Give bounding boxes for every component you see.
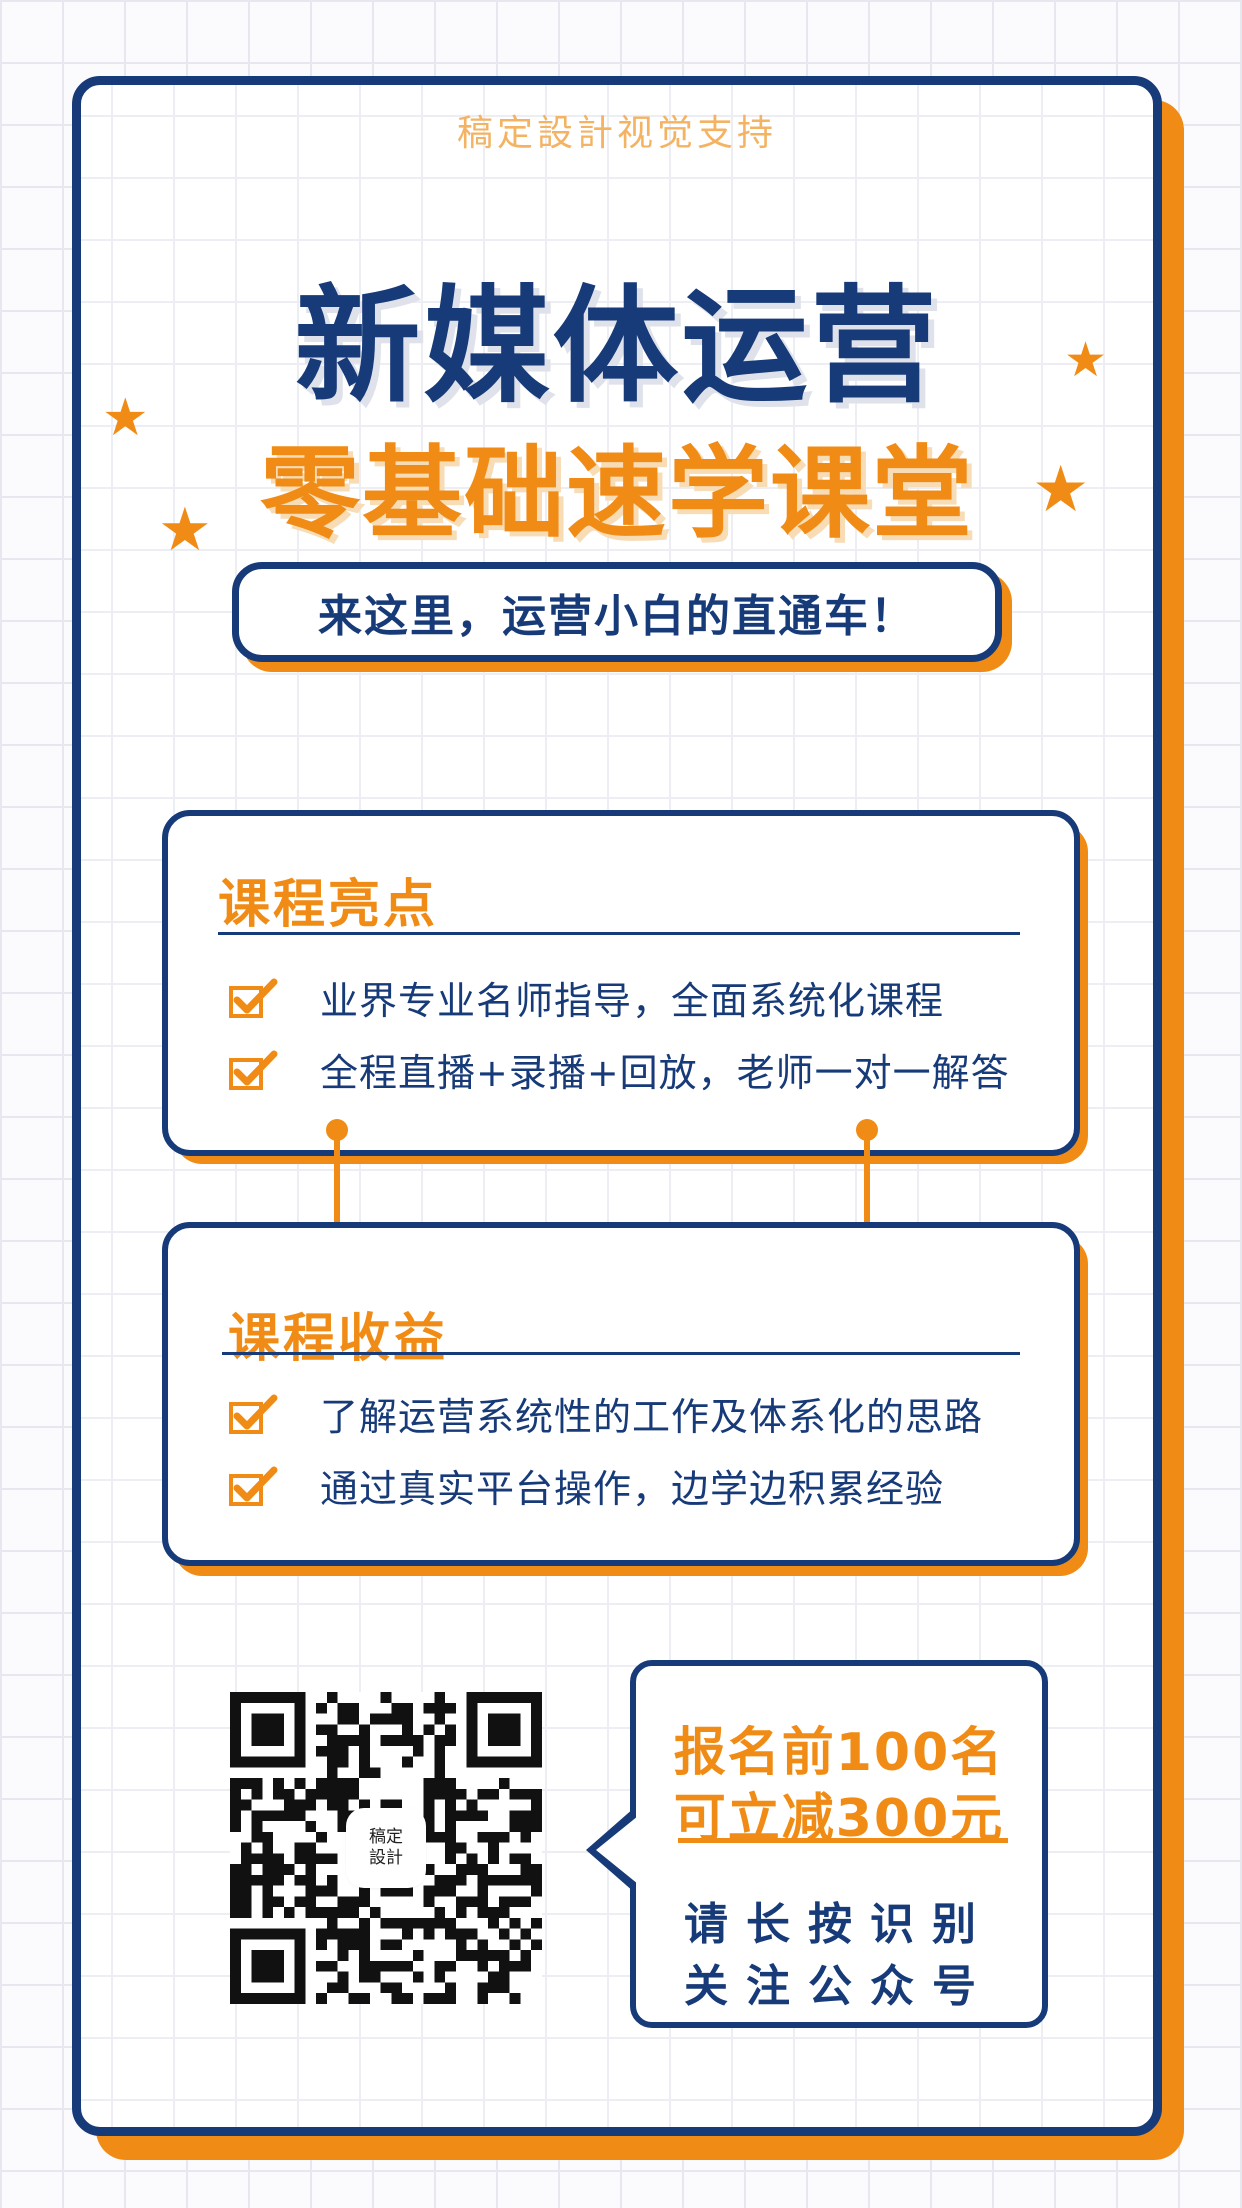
benefits-card	[162, 1222, 1080, 1566]
brand-note: 稿定設計视觉支持	[456, 113, 777, 154]
connector-left	[334, 1130, 340, 1246]
list-item: 全程直播+录播+回放，老师一对一解答	[228, 1042, 1010, 1097]
checkbox-checked-icon	[229, 978, 278, 1018]
highlights-card	[162, 810, 1080, 1156]
tagline-text: 来这里，运营小白的直通车！	[318, 591, 916, 642]
scan-instruction-1: 请长按识别	[684, 1899, 994, 1950]
highlights-heading: 课程亮点	[218, 875, 439, 935]
list-item: 业界专业名师指导，全面系统化课程	[228, 970, 944, 1025]
list-item: 了解运营系统性的工作及体系化的思路	[228, 1386, 983, 1441]
scan-instruction-2: 关注公众号	[684, 1961, 994, 2012]
page-subtitle: 零基础速学课堂	[260, 435, 974, 552]
list-item-text: 全程直播+录播+回放，老师一对一解答	[320, 1051, 1010, 1095]
bubble-pointer-fill	[596, 1816, 638, 1884]
list-item-text: 业界专业名师指导，全面系统化课程	[320, 979, 945, 1023]
star-icon: ★	[1032, 453, 1090, 527]
qr-badge-line1: 稿定	[369, 1826, 403, 1847]
qr-finder-pattern	[230, 1692, 306, 1768]
benefits-divider	[222, 1352, 1020, 1355]
list-item-text: 通过真实平台操作，边学边积累经验	[320, 1467, 945, 1511]
qr-badge-line2: 設計	[369, 1848, 403, 1868]
list-item-text: 了解运营系统性的工作及体系化的思路	[320, 1395, 984, 1439]
benefits-heading: 课程收益	[228, 1309, 449, 1369]
promo-underline	[678, 1838, 1008, 1843]
connector-right	[864, 1130, 870, 1246]
star-icon: ★	[102, 388, 149, 448]
qr-finder-pattern	[230, 1928, 306, 2004]
qr-logo-badge: 稿定 設計	[350, 1812, 422, 1884]
qr-modules	[230, 1692, 542, 2004]
qr-finder-pattern	[466, 1692, 542, 1768]
checkbox-checked-icon	[229, 1394, 278, 1434]
star-icon: ★	[158, 495, 212, 565]
star-icon: ★	[1064, 332, 1108, 388]
connector-dot	[856, 1119, 878, 1141]
promo-line-1: 报名前100名	[673, 1723, 1005, 1783]
checkbox-checked-icon	[229, 1466, 278, 1506]
tagline-banner: 来这里，运营小白的直通车！	[232, 562, 1002, 662]
connector-dot	[326, 1119, 348, 1141]
list-item: 通过真实平台操作，边学边积累经验	[228, 1458, 944, 1513]
highlights-divider	[218, 932, 1020, 935]
page-title: 新媒体运营	[294, 273, 940, 420]
checkbox-checked-icon	[229, 1050, 278, 1090]
